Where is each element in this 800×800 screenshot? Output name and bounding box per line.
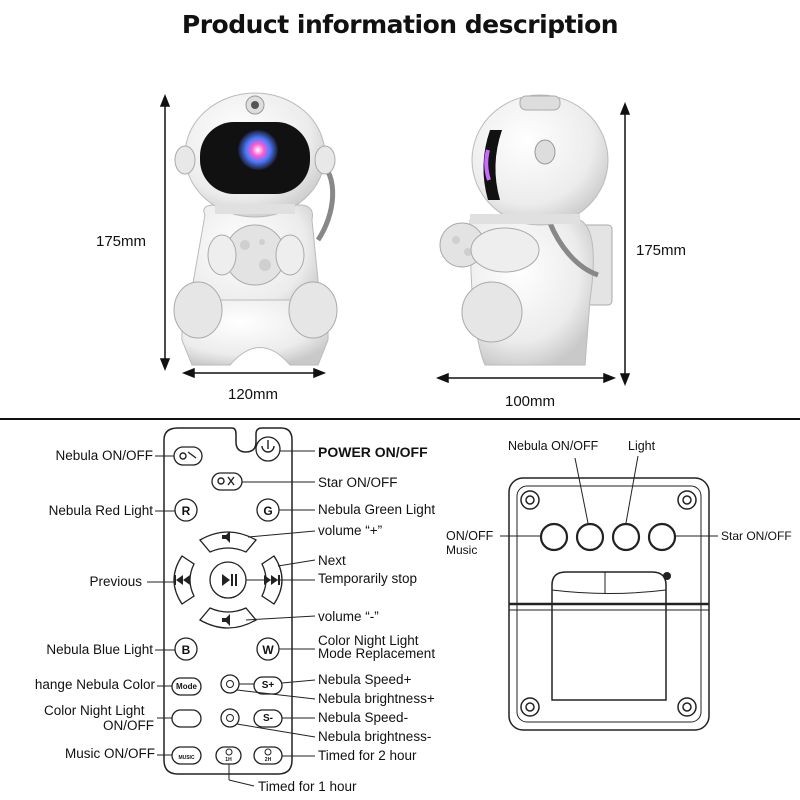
label-color-mode-2: Mode Replacement <box>318 646 436 661</box>
back-panel-leader-lines <box>500 455 718 537</box>
label-previous: Previous <box>89 574 142 589</box>
side-depth-dimension-line <box>435 372 617 384</box>
astronaut-front-image <box>173 92 338 366</box>
section-divider <box>0 418 800 420</box>
red-button[interactable]: R <box>181 504 191 518</box>
front-width-dimension-line <box>181 367 327 379</box>
label-timed-2h: Timed for 2 hour <box>318 748 417 763</box>
back-label-light: Light <box>628 439 656 453</box>
timer-2h-button[interactable]: 2H <box>264 756 272 763</box>
label-nebula-blue: Nebula Blue Light <box>46 642 153 657</box>
power-icon-arc <box>261 445 275 453</box>
mode-button[interactable]: Mode <box>176 682 197 691</box>
label-nebula-onoff: Nebula ON/OFF <box>55 448 153 463</box>
astronaut-side-image <box>439 94 613 366</box>
white-button[interactable]: W <box>262 643 274 657</box>
music-button[interactable]: MUSIC <box>178 755 195 761</box>
label-nebula-green: Nebula Green Light <box>318 502 436 517</box>
remote-leader-lines <box>147 450 316 787</box>
back-label-star-onoff: Star ON/OFF <box>721 529 792 543</box>
label-music-onoff: Music ON/OFF <box>65 746 155 761</box>
front-width-label: 120mm <box>228 386 279 403</box>
label-color-night-light-onoff: ON/OFF <box>103 718 154 733</box>
timer-1h-button[interactable]: 1H <box>225 756 232 763</box>
back-label-nebula-onoff: Nebula ON/OFF <box>508 439 599 453</box>
back-panel-drawing <box>508 477 710 731</box>
speed-up-button[interactable]: S+ <box>261 680 275 691</box>
back-label-onoff: ON/OFF <box>446 529 494 543</box>
label-power: POWER ON/OFF <box>318 444 428 460</box>
front-height-dimension-line <box>159 93 171 372</box>
label-nebula-brightness-up: Nebula brightness+ <box>318 691 435 706</box>
green-button[interactable]: G <box>263 504 273 518</box>
label-nebula-speed-down: Nebula Speed- <box>318 710 409 725</box>
side-height-label: 175mm <box>636 242 687 259</box>
label-star: Star ON/OFF <box>318 475 398 490</box>
product-photos <box>159 92 631 387</box>
label-change-nebula-color: hange Nebula Color <box>34 677 155 692</box>
label-volume-down: volume “-” <box>318 609 379 624</box>
label-pause: Temporarily stop <box>318 571 418 586</box>
nebula-onoff-button-shape <box>173 446 203 466</box>
page-title: Product information description <box>181 10 619 39</box>
label-timed-1h: Timed for 1 hour <box>258 779 357 794</box>
front-height-label: 175mm <box>96 233 147 250</box>
speed-down-button[interactable]: S- <box>263 713 273 724</box>
label-next: Next <box>318 553 346 568</box>
label-color-night-light: Color Night Light <box>44 703 145 718</box>
blue-button[interactable]: B <box>181 643 191 657</box>
label-volume-up: volume “+” <box>318 523 383 538</box>
label-nebula-speed-up: Nebula Speed+ <box>318 672 412 687</box>
label-nebula-brightness-down: Nebula brightness- <box>318 729 432 744</box>
side-depth-label: 100mm <box>505 393 556 410</box>
side-height-dimension-line <box>619 101 631 387</box>
star-onoff-button-shape <box>211 472 243 491</box>
back-label-music: Music <box>446 543 478 557</box>
label-nebula-red: Nebula Red Light <box>48 503 153 518</box>
label-color-mode-1: Color Night Light <box>318 633 419 648</box>
